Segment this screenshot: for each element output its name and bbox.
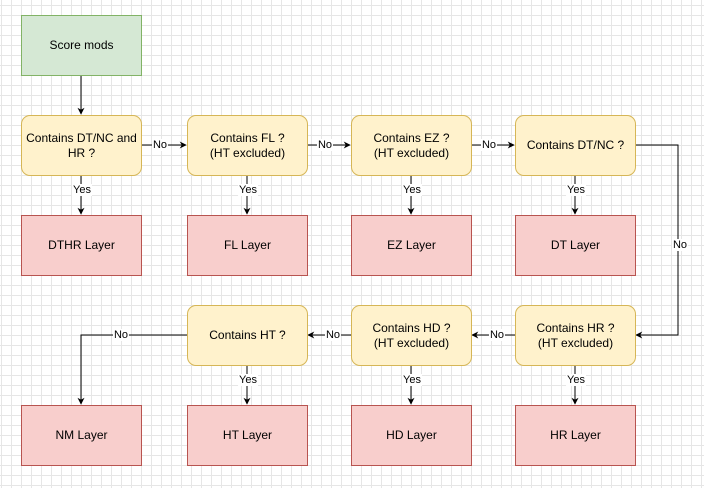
dthr-layer-label: DTHR Layer xyxy=(48,238,115,252)
edge-label-yes-hd: Yes xyxy=(402,374,422,386)
contains-ht-node[interactable]: Contains HT ? xyxy=(187,305,308,366)
edge-label-no-ht: No xyxy=(112,329,130,341)
edge-label-no-ez: No xyxy=(480,139,498,151)
hd-layer-node[interactable]: HD Layer xyxy=(351,405,472,466)
ht-layer-node[interactable]: HT Layer xyxy=(187,405,308,466)
contains-hr-label: Contains HR ? (HT excluded) xyxy=(536,320,615,350)
ez-layer-label: EZ Layer xyxy=(387,238,436,252)
contains-dtnc-hr-label: Contains DT/NC and HR ? xyxy=(26,130,137,160)
contains-ez-label: Contains EZ ? (HT excluded) xyxy=(373,130,450,160)
hd-layer-label: HD Layer xyxy=(386,428,437,442)
contains-hd-label: Contains HD ? (HT excluded) xyxy=(372,320,451,350)
contains-hr-node[interactable]: Contains HR ? (HT excluded) xyxy=(515,305,636,366)
ht-layer-label: HT Layer xyxy=(222,428,273,442)
fl-layer-label: FL Layer xyxy=(224,238,271,252)
hr-layer-node[interactable]: HR Layer xyxy=(515,405,636,466)
nm-layer-label: NM Layer xyxy=(55,428,108,442)
edge-label-yes-ez: Yes xyxy=(402,184,422,196)
edge-label-yes-dtnchr: Yes xyxy=(72,184,92,196)
edge-label-yes-hr: Yes xyxy=(566,374,586,386)
contains-dtnc-node[interactable]: Contains DT/NC ? xyxy=(515,115,636,176)
contains-hd-node[interactable]: Contains HD ? (HT excluded) xyxy=(351,305,472,366)
edge-label-no-dtnchr: No xyxy=(151,139,169,151)
fl-layer-node[interactable]: FL Layer xyxy=(187,215,308,276)
contains-fl-label: Contains FL ? (HT excluded) xyxy=(209,130,286,160)
contains-fl-node[interactable]: Contains FL ? (HT excluded) xyxy=(187,115,308,176)
edge-label-yes-ht: Yes xyxy=(238,374,258,386)
edge-ht-no xyxy=(77,334,187,405)
score-mods-node[interactable]: Score mods xyxy=(21,15,142,76)
edge-label-no-dtnc: No xyxy=(671,239,689,251)
contains-dtnc-hr-node[interactable]: Contains DT/NC and HR ? xyxy=(21,115,142,176)
edge-label-no-hr: No xyxy=(488,329,506,341)
dt-layer-node[interactable]: DT Layer xyxy=(515,215,636,276)
hr-layer-label: HR Layer xyxy=(550,428,601,442)
score-mods-label: Score mods xyxy=(49,38,114,52)
dt-layer-label: DT Layer xyxy=(550,238,601,252)
nm-layer-node[interactable]: NM Layer xyxy=(21,405,142,466)
dthr-layer-node[interactable]: DTHR Layer xyxy=(21,215,142,276)
contains-ez-node[interactable]: Contains EZ ? (HT excluded) xyxy=(351,115,472,176)
edge-label-yes-dtnc: Yes xyxy=(566,184,586,196)
edge-label-no-hd: No xyxy=(324,329,342,341)
ez-layer-node[interactable]: EZ Layer xyxy=(351,215,472,276)
contains-dtnc-label: Contains DT/NC ? xyxy=(526,138,625,152)
edge-label-no-fl: No xyxy=(316,139,334,151)
edge-label-yes-fl: Yes xyxy=(238,184,258,196)
contains-ht-label: Contains HT ? xyxy=(209,328,286,342)
